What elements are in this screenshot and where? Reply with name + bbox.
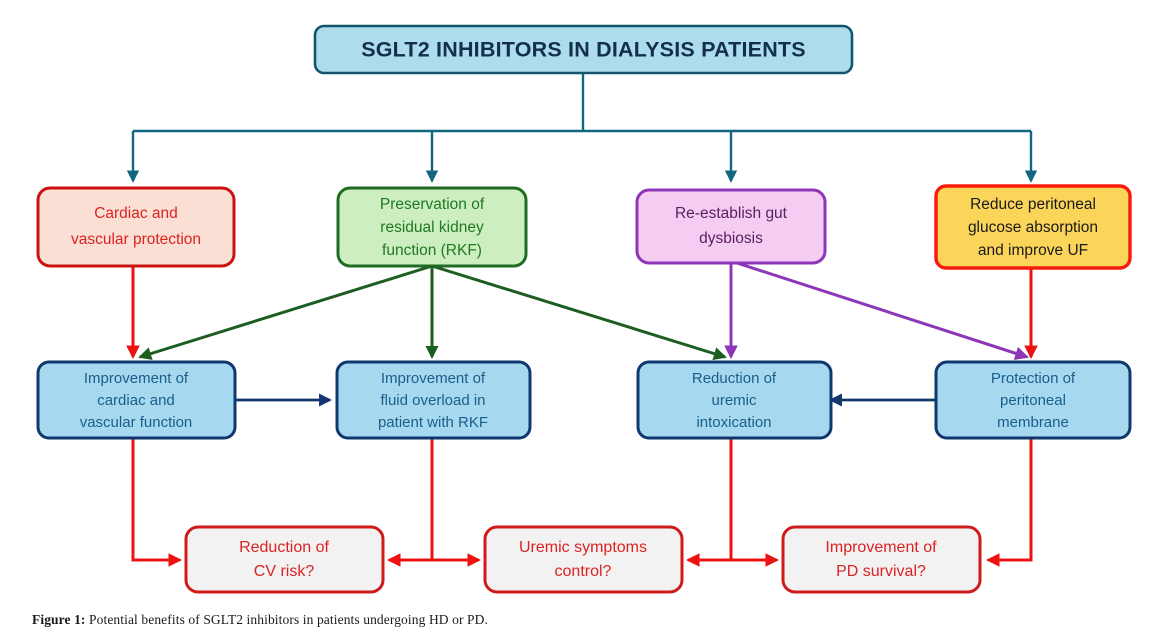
figure-caption-text: Potential benefits of SGLT2 inhibitors i… xyxy=(89,612,488,627)
connector-group-green-fan xyxy=(138,264,727,360)
reduction-uremic-intoxication-line-3: intoxication xyxy=(696,414,771,431)
uremic-symptoms-control-line-1: Uremic symptoms xyxy=(519,539,647,556)
improvement-fluid-overload-box[interactable] xyxy=(335,360,532,440)
title-box[interactable] xyxy=(313,24,854,75)
node-preservation-rkf[interactable]: Preservation of residual kidney function… xyxy=(336,186,528,268)
improvement-fluid-overload-line-1: Improvement of xyxy=(381,370,486,387)
connector-group-red-questions xyxy=(131,439,1033,567)
reduce-peritoneal-glucose-box[interactable] xyxy=(934,184,1132,270)
improvement-cardiac-vascular-function-line-3: vascular function xyxy=(80,414,193,431)
node-cardiac-vascular-protection[interactable]: Cardiac and vascular protection xyxy=(36,186,236,268)
improvement-cardiac-vascular-function-box[interactable] xyxy=(36,360,237,440)
reduction-cv-risk-line-1: Reduction of xyxy=(239,539,329,556)
reestablish-gut-dysbiosis-box[interactable] xyxy=(635,188,827,265)
connector-rkf-to-cardiacfunc xyxy=(138,264,433,360)
node-title[interactable]: SGLT2 INHIBITORS IN DIALYSIS PATIENTS xyxy=(313,24,854,75)
reduce-peritoneal-glucose-line-1: Reduce peritoneal xyxy=(970,196,1096,213)
uremic-symptoms-control-line-2: control? xyxy=(555,563,612,580)
connector-group-red-down xyxy=(126,266,1038,360)
improvement-fluid-overload-line-3: patient with RKF xyxy=(378,414,488,431)
reduce-peritoneal-glucose-line-3: and improve UF xyxy=(978,242,1088,259)
figure-caption: Figure 1: Potential benefits of SGLT2 in… xyxy=(32,612,488,628)
reduction-uremic-intoxication-line-2: uremic xyxy=(711,392,757,409)
protection-peritoneal-membrane-box[interactable] xyxy=(934,360,1132,440)
preservation-rkf-line-3: function (RKF) xyxy=(382,242,482,259)
reestablish-gut-dysbiosis-line-1: Re-establish gut xyxy=(675,205,788,222)
uremic-symptoms-control-box[interactable] xyxy=(483,525,684,594)
node-protection-peritoneal-membrane[interactable]: Protection of peritoneal membrane xyxy=(934,360,1132,440)
cardiac-vascular-protection-line-1: Cardiac and xyxy=(94,205,178,222)
title-text: SGLT2 INHIBITORS IN DIALYSIS PATIENTS xyxy=(361,38,806,62)
connector-group-purple-fan xyxy=(724,261,1029,360)
connector-gut-to-peritonealmembrane xyxy=(736,261,1029,360)
preservation-rkf-line-1: Preservation of xyxy=(380,196,485,213)
node-reduce-peritoneal-glucose[interactable]: Reduce peritoneal glucose absorption and… xyxy=(934,184,1132,270)
improvement-fluid-overload-line-2: fluid overload in xyxy=(380,392,485,409)
node-reduction-uremic-intoxication[interactable]: Reduction of uremic intoxication xyxy=(636,360,833,440)
connector-group-title-bus xyxy=(126,73,1038,183)
improvement-pd-survival-line-1: Improvement of xyxy=(825,539,937,556)
reduction-uremic-intoxication-box[interactable] xyxy=(636,360,833,440)
reestablish-gut-dysbiosis-line-2: dysbiosis xyxy=(699,230,763,247)
node-reduction-cv-risk[interactable]: Reduction of CV risk? xyxy=(184,525,385,594)
reduction-cv-risk-line-2: CV risk? xyxy=(254,563,315,580)
node-improvement-pd-survival[interactable]: Improvement of PD survival? xyxy=(781,525,982,594)
reduction-uremic-intoxication-line-1: Reduction of xyxy=(692,370,777,387)
connector-rkf-to-uremic xyxy=(431,264,727,360)
connector-cardiacfunc-to-cvrisk xyxy=(131,439,183,567)
node-reestablish-gut-dysbiosis[interactable]: Re-establish gut dysbiosis xyxy=(635,188,827,265)
improvement-cardiac-vascular-function-line-1: Improvement of xyxy=(84,370,189,387)
protection-peritoneal-membrane-line-1: Protection of xyxy=(991,370,1076,387)
reduce-peritoneal-glucose-line-2: glucose absorption xyxy=(968,219,1098,236)
figure-caption-prefix: Figure 1: xyxy=(32,612,86,627)
node-improvement-cardiac-vascular-function[interactable]: Improvement of cardiac and vascular func… xyxy=(36,360,237,440)
improvement-cardiac-vascular-function-line-2: cardiac and xyxy=(97,392,175,409)
cardiac-vascular-protection-box[interactable] xyxy=(36,186,236,268)
improvement-pd-survival-line-2: PD survival? xyxy=(836,563,926,580)
improvement-pd-survival-box[interactable] xyxy=(781,525,982,594)
preservation-rkf-line-2: residual kidney xyxy=(380,219,484,236)
reduction-cv-risk-box[interactable] xyxy=(184,525,385,594)
preservation-rkf-box[interactable] xyxy=(336,186,528,268)
connector-peritonealmembrane-to-pdsurvival xyxy=(985,439,1033,567)
node-uremic-symptoms-control[interactable]: Uremic symptoms control? xyxy=(483,525,684,594)
protection-peritoneal-membrane-line-3: membrane xyxy=(997,414,1069,431)
protection-peritoneal-membrane-line-2: peritoneal xyxy=(1000,392,1066,409)
cardiac-vascular-protection-line-2: vascular protection xyxy=(71,231,201,248)
node-improvement-fluid-overload[interactable]: Improvement of fluid overload in patient… xyxy=(335,360,532,440)
